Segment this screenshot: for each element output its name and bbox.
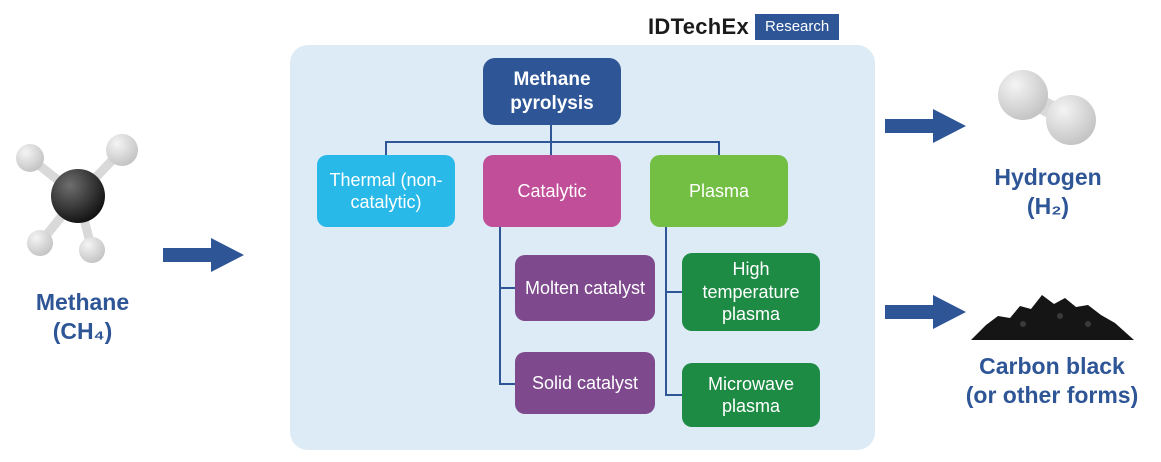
carbon-output-arrow-icon <box>885 295 966 329</box>
connector-line <box>385 141 720 143</box>
hydrogen-atom <box>27 230 53 256</box>
node-microwave-plasma: Microwave plasma <box>682 363 820 427</box>
input-arrow-icon <box>163 238 244 272</box>
node-label: Methane pyrolysis <box>510 68 594 114</box>
methane-label-line1: Methane <box>35 289 130 315</box>
carbon-black-label-line1: Carbon black <box>979 353 1125 379</box>
node-label: Molten catalyst <box>524 277 646 298</box>
node-label: Catalytic <box>517 180 587 201</box>
arrow-right-shape <box>885 109 966 143</box>
node-catalytic: Catalytic <box>483 155 621 227</box>
node-molten-catalyst: Molten catalyst <box>515 255 655 321</box>
connector-line <box>499 287 516 289</box>
carbon-atom <box>51 169 105 223</box>
connector-line <box>665 394 683 396</box>
node-label: Thermal (non-catalytic) <box>329 169 443 213</box>
node-label: Microwave plasma <box>707 373 795 417</box>
arrow-right-shape <box>885 295 966 329</box>
carbon-black-label-line2: (or other forms) <box>965 381 1139 408</box>
carbon-black-pile-icon <box>971 295 1134 340</box>
node-label: Plasma <box>688 180 750 201</box>
research-badge: Research <box>755 14 840 40</box>
connector-line <box>499 383 516 385</box>
carbon-grain <box>1020 321 1026 327</box>
hydrogen-atom <box>106 134 138 166</box>
node-methane-pyrolysis: Methane pyrolysis <box>483 58 621 125</box>
connector-line <box>718 141 720 155</box>
hydrogen-atom <box>998 70 1048 120</box>
node-thermal: Thermal (non-catalytic) <box>317 155 455 227</box>
hydrogen-label: Hydrogen (H₂) <box>968 163 1128 221</box>
idtechex-logo: IDTechEx Research <box>648 14 840 40</box>
connector-line <box>665 227 667 396</box>
hydrogen-label-line1: Hydrogen <box>994 164 1102 190</box>
hydrogen-atom <box>1046 95 1096 145</box>
methane-label: Methane (CH₄) <box>0 288 165 346</box>
hydrogen-output-arrow-icon <box>885 109 966 143</box>
connector-line <box>550 141 552 155</box>
arrow-right-shape <box>163 238 244 272</box>
pyrolysis-diagram-panel: Methane pyrolysis Thermal (non-catalytic… <box>290 45 875 450</box>
connector-line <box>665 291 683 293</box>
methane-label-line2: (CH₄) <box>52 317 113 344</box>
connector-line <box>550 125 552 142</box>
hydrogen-label-line2: (H₂) <box>1026 192 1070 219</box>
connector-line <box>385 141 387 155</box>
carbon-pile-shape <box>971 295 1134 340</box>
node-label: High temperature plasma <box>702 259 800 325</box>
idtechex-brand-text: IDTechEx <box>648 14 750 39</box>
hydrogen-atom <box>16 144 44 172</box>
node-high-temperature-plasma: High temperature plasma <box>682 253 820 331</box>
node-plasma: Plasma <box>650 155 788 227</box>
carbon-grain <box>1085 321 1091 327</box>
carbon-grain <box>1057 313 1063 319</box>
hydrogen-atom <box>79 237 105 263</box>
hydrogen-molecule-icon <box>998 70 1096 145</box>
node-solid-catalyst: Solid catalyst <box>515 352 655 414</box>
methane-molecule-icon <box>16 134 138 263</box>
connector-line <box>499 227 501 385</box>
node-label: Solid catalyst <box>531 372 639 393</box>
carbon-black-label: Carbon black (or other forms) <box>942 352 1161 410</box>
